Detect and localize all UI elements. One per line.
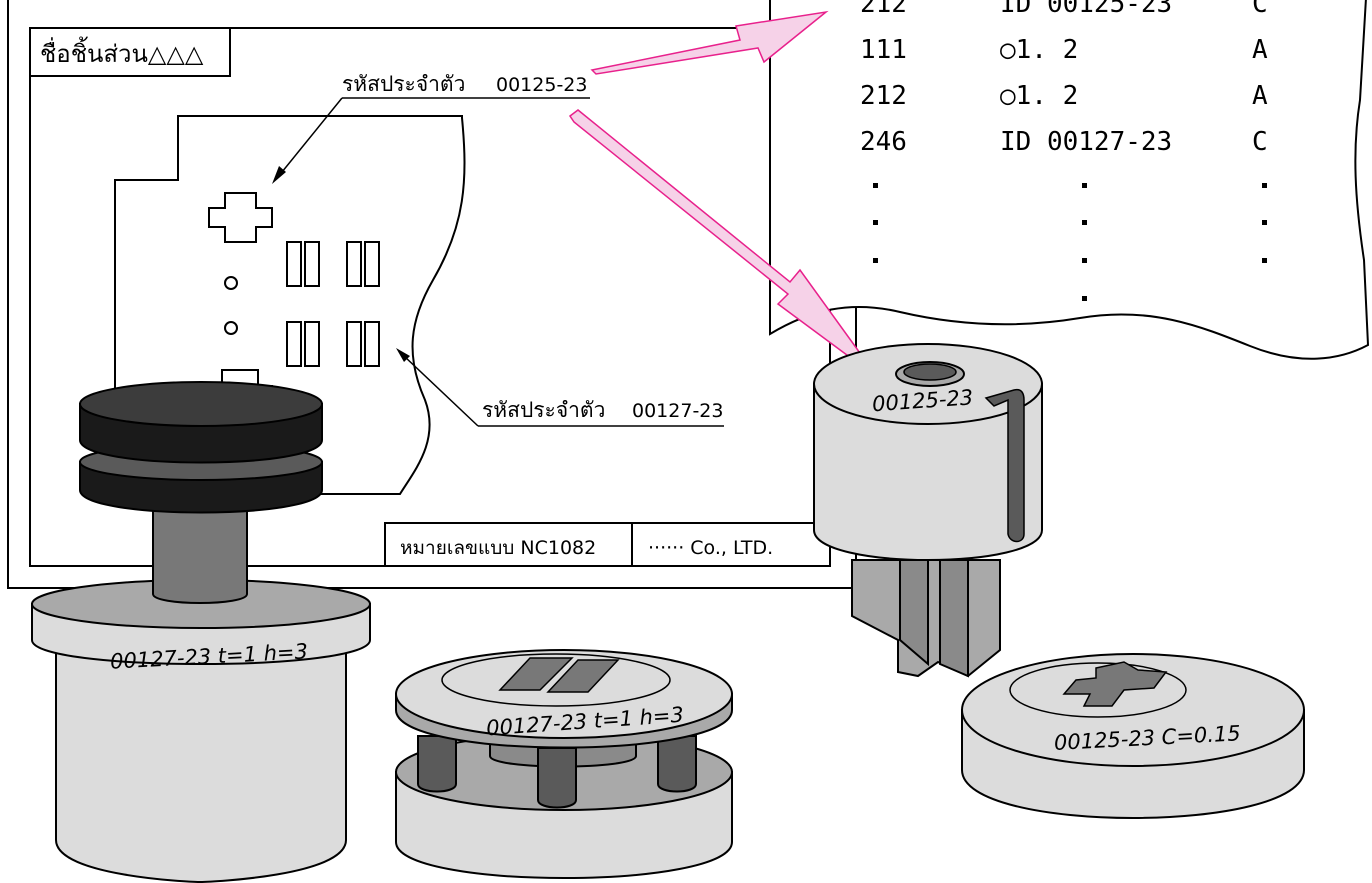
program-listing-sheet — [769, 0, 1370, 360]
listing-class: A — [1252, 81, 1268, 111]
id-value-a: 00125-23 — [496, 74, 587, 96]
title-block — [384, 522, 831, 567]
listing-class: C — [1252, 0, 1268, 19]
part-name-label: ชื่อชิ้นส่วน△△△ — [40, 36, 204, 68]
listing-spec: ○1. 2 — [1000, 35, 1078, 65]
listing-class: C — [1252, 127, 1268, 157]
listing-code: 246 — [860, 127, 907, 157]
leader-line-a — [272, 97, 590, 184]
id-value-b: 00127-23 — [632, 400, 723, 422]
round-punch: 00125-23 — [813, 343, 1043, 678]
listing-spec: ID 00125-23 — [1000, 0, 1172, 19]
listing-class: A — [1252, 35, 1268, 65]
title-block-pattern: หมายเลขแบบ NC1082 — [400, 537, 596, 559]
slot-holes — [286, 241, 380, 367]
listing-spec: ID 00127-23 — [1000, 127, 1172, 157]
round-hole-icon — [224, 276, 238, 290]
slot-die-assembly: 00127-23 t=1 h=3 — [395, 649, 733, 879]
cross-die: 00125-23 C=0.15 — [961, 653, 1305, 819]
part-name-box — [29, 27, 231, 77]
listing-continuation-dots — [873, 183, 1267, 301]
id-label-a: รหัสประจำตัว — [342, 72, 465, 96]
title-block-company: ······ Co., LTD. — [648, 537, 773, 559]
slot-icon — [546, 659, 620, 693]
cross-punch-icon — [1062, 661, 1168, 707]
large-punch: 00127-23 t=1 h=3 — [31, 381, 371, 883]
listing-spec: ○1. 2 — [1000, 81, 1078, 111]
plate-outline — [114, 115, 466, 495]
listing-rows: 212 ID 00125-23 C 111 ○1. 2 A 212 ○1. 2 … — [860, 0, 1268, 157]
cross-hole-icon — [208, 192, 273, 243]
leader-line-b — [396, 348, 724, 427]
slot-icon — [498, 657, 574, 691]
listing-code: 212 — [860, 81, 907, 111]
round-hole-icon — [224, 321, 238, 335]
id-label-b: รหัสประจำตัว — [482, 398, 605, 422]
listing-code: 111 — [860, 35, 907, 65]
listing-code: 212 — [860, 0, 907, 19]
pink-arrow-to-listing — [590, 10, 829, 75]
